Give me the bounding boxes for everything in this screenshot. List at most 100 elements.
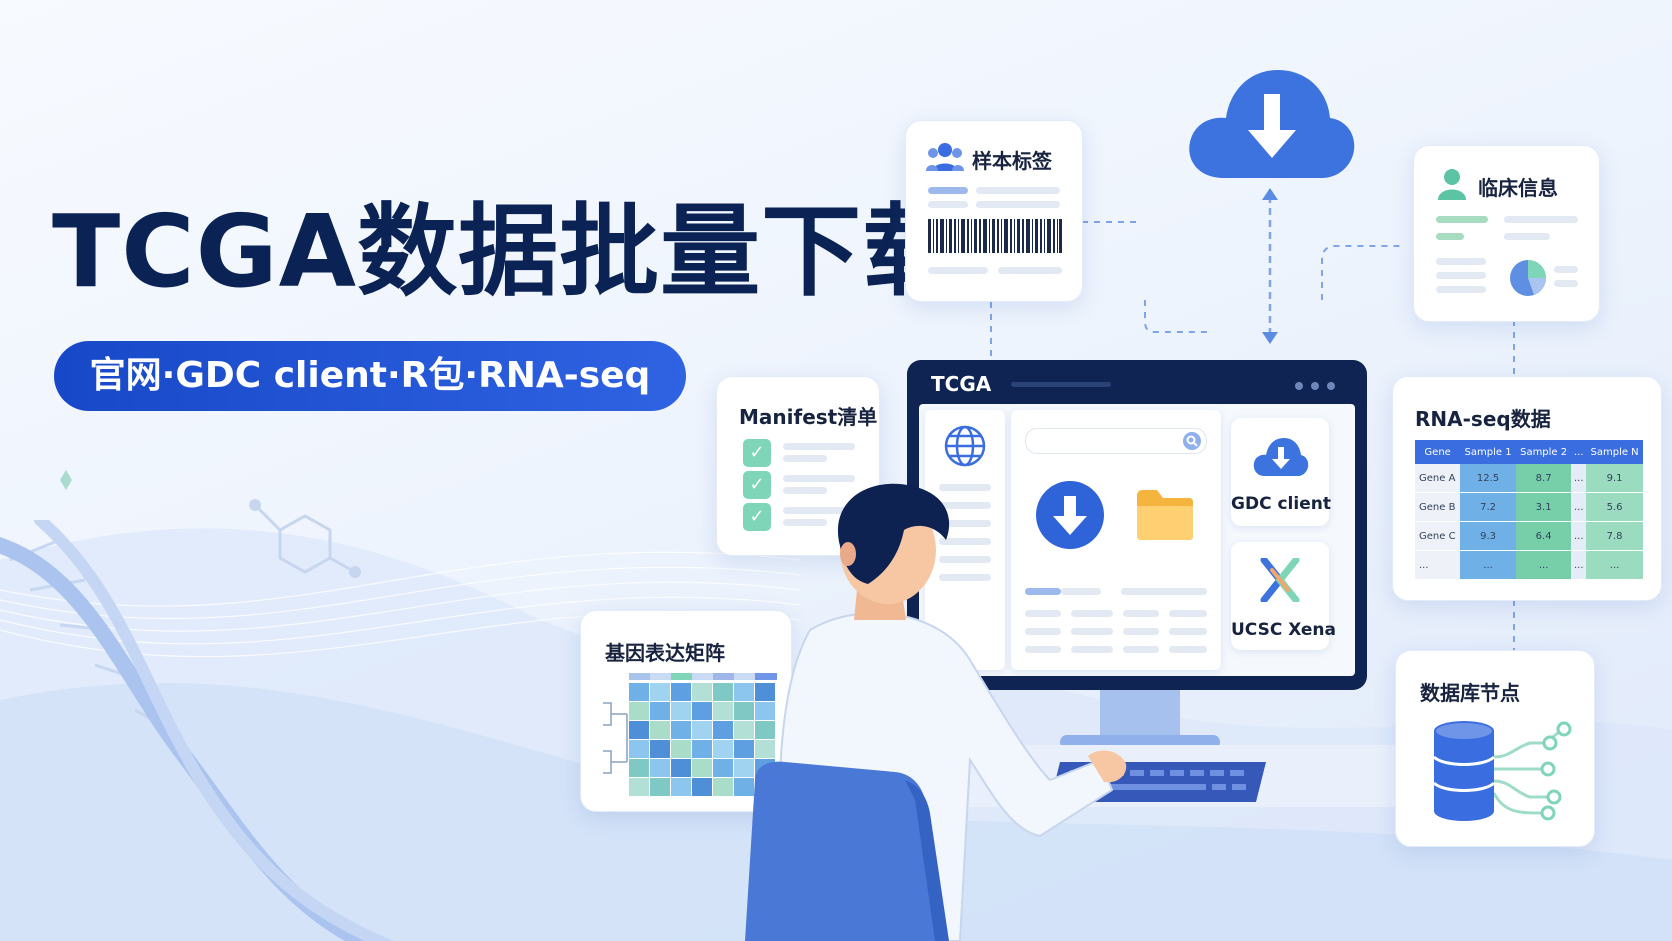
table-cell: 5.6 [1586, 492, 1643, 522]
table-cell: 9.1 [1586, 464, 1643, 493]
table-cell: 9.3 [1460, 521, 1516, 551]
heatmap-cell [692, 740, 712, 758]
download-icon[interactable] [1035, 480, 1105, 550]
heatmap-cell [650, 683, 670, 701]
table-cell: 8.7 [1515, 464, 1572, 493]
tile-ucsc-xena[interactable]: UCSC Xena [1231, 542, 1336, 650]
table-header: Sample N [1586, 440, 1643, 464]
search-input[interactable] [1025, 428, 1207, 454]
heatmap-cell [629, 759, 649, 777]
tile-label-gdc-client: GDC client [1231, 494, 1331, 514]
check-icon: ✓ [743, 503, 771, 531]
table-row: Gene C 9.3 6.4 ... 7.8 [1415, 521, 1643, 551]
card-expression-matrix: 基因表达矩阵 [580, 610, 792, 812]
person-illustration [777, 483, 1127, 941]
heatmap-cell [671, 702, 691, 720]
heatmap-cell [692, 702, 712, 720]
card-database-nodes: 数据库节点 [1395, 650, 1595, 847]
heatmap-cell [734, 778, 754, 796]
database-icon [1432, 721, 1572, 821]
table-cell: ... [1571, 492, 1587, 522]
heatmap-icon [603, 673, 777, 796]
table-cell: 3.1 [1515, 492, 1572, 522]
subtitle-pill: 官网·GDC client·R包·RNA-seq [54, 341, 686, 411]
heatmap-cell [713, 721, 733, 739]
search-icon[interactable] [1183, 432, 1201, 450]
heatmap-cell [692, 778, 712, 796]
heatmap-cell [713, 702, 733, 720]
page-title: TCGA数据批量下载 [52, 193, 964, 310]
table-header: Sample 1 [1460, 440, 1516, 464]
heatmap-cell [713, 778, 733, 796]
heatmap-cell [713, 759, 733, 777]
arrow-connector [1262, 188, 1278, 344]
chair [745, 761, 949, 941]
heatmap-cell [713, 740, 733, 758]
table-cell: ... [1415, 550, 1461, 580]
cloud-download-icon[interactable] [1186, 66, 1356, 182]
heatmap-cell [692, 683, 712, 701]
barcode-icon [928, 219, 1062, 253]
table-cell: 6.4 [1515, 521, 1572, 551]
tile-gdc-client[interactable]: GDC client [1231, 418, 1331, 526]
heatmap-cell [629, 702, 649, 720]
table-row: ... ... ... ... ... [1415, 550, 1643, 580]
table-cell: ... [1460, 550, 1516, 580]
heatmap-cell [650, 778, 670, 796]
monitor-brand: TCGA [931, 372, 992, 396]
heatmap-cell [629, 721, 649, 739]
heatmap-cell [734, 740, 754, 758]
globe-icon[interactable] [943, 424, 987, 468]
table-cell: ... [1571, 464, 1587, 493]
table-cell: Gene B [1415, 492, 1461, 522]
people-icon [926, 143, 964, 171]
monitor-stand [1100, 690, 1180, 740]
table-cell: 7.8 [1586, 521, 1643, 551]
card-title-rnaseq: RNA-seq数据 [1415, 407, 1551, 431]
heatmap-cell [650, 740, 670, 758]
heatmap-cell [734, 702, 754, 720]
check-icon: ✓ [743, 471, 771, 499]
xena-icon [1260, 558, 1300, 602]
table-cell: 7.2 [1460, 492, 1516, 522]
heatmap-cell [671, 683, 691, 701]
card-clinical-info: 临床信息 [1413, 145, 1600, 322]
table-cell: Gene C [1415, 521, 1461, 551]
heatmap-cell [671, 721, 691, 739]
folder-icon[interactable] [1135, 488, 1195, 542]
table-cell: ... [1571, 521, 1587, 551]
heatmap-cell [629, 778, 649, 796]
heatmap-cell [755, 683, 775, 701]
table-cell: Gene A [1415, 464, 1461, 493]
heatmap-cell [692, 721, 712, 739]
card-title-clinical-info: 临床信息 [1478, 176, 1558, 200]
card-title-sample-labels: 样本标签 [972, 149, 1052, 173]
heatmap-cell [650, 721, 670, 739]
check-icon: ✓ [743, 439, 771, 467]
heatmap-cell [671, 740, 691, 758]
monitor-screen: GDC client UCSC Xena [919, 404, 1355, 676]
tile-label-ucsc-xena: UCSC Xena [1231, 620, 1336, 640]
heatmap-cell [734, 759, 754, 777]
card-sample-labels: 样本标签 [905, 120, 1083, 302]
table-cell: 12.5 [1460, 464, 1516, 493]
heatmap-cell [671, 759, 691, 777]
heatmap-cell [650, 702, 670, 720]
heatmap-cell [650, 759, 670, 777]
heatmap-cell [629, 740, 649, 758]
table-cell: ... [1586, 550, 1643, 580]
table-header: Gene [1415, 440, 1461, 464]
table-cell: ... [1571, 550, 1587, 580]
pie-chart-icon [1510, 260, 1546, 296]
table-header: Sample 2 [1515, 440, 1572, 464]
heatmap-cell [671, 778, 691, 796]
rnaseq-table: Gene Sample 1 Sample 2 ... Sample N Gene… [1415, 440, 1643, 580]
heatmap-cell [755, 721, 775, 739]
card-title-expression-matrix: 基因表达矩阵 [605, 641, 725, 665]
heatmap-cell [692, 759, 712, 777]
heatmap-cell [629, 683, 649, 701]
heatmap-cell [734, 683, 754, 701]
cloud-download-icon [1253, 438, 1309, 476]
card-title-database-nodes: 数据库节点 [1420, 681, 1520, 705]
monitor: TCGA [907, 360, 1367, 690]
